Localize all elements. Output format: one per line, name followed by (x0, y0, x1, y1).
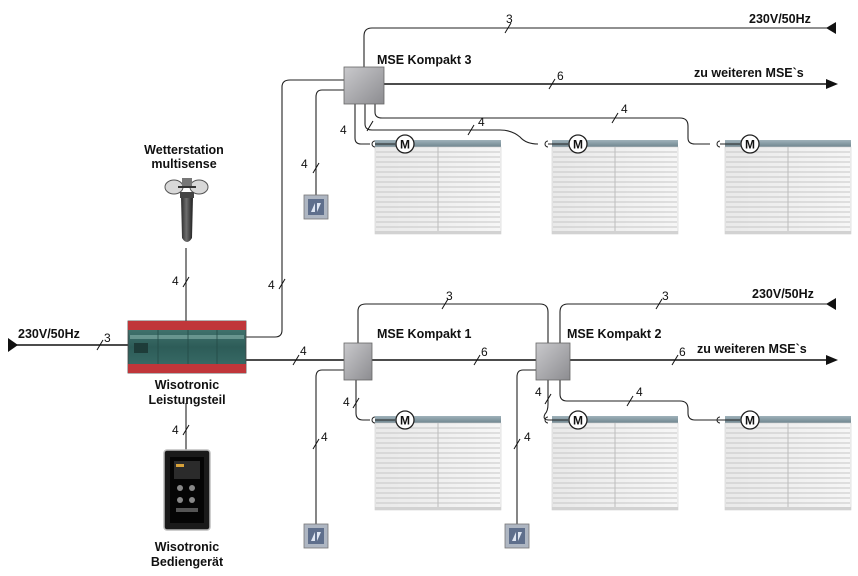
mse1-motor-line (355, 380, 370, 421)
wire-count-4: 4 (172, 274, 179, 288)
wiring (8, 22, 838, 524)
mse2-motor1-line (543, 380, 560, 421)
weather-station-label-2: multisense (151, 157, 217, 171)
blind-6 (724, 416, 852, 511)
mse-kompakt-1-label: MSE Kompakt 1 (377, 327, 472, 341)
wire-tick-marks (96, 22, 679, 450)
wire-count-4: 4 (340, 123, 347, 137)
wall-switch-upper (303, 194, 329, 220)
wall-switch-lower-right (504, 523, 530, 549)
motor-label: M (745, 414, 755, 428)
control-unit-device (163, 449, 211, 531)
wire-count-6: 6 (481, 345, 488, 359)
wire-count-4: 4 (343, 395, 350, 409)
power-unit-label-2: Leistungsteil (148, 393, 226, 407)
mse3-further-label: zu weiteren MSE`s (694, 66, 804, 80)
mse-kompakt-1-box (343, 342, 373, 381)
wire-count-4: 4 (478, 115, 485, 129)
motors: M M M M M M (371, 134, 760, 430)
power-input-arrow (8, 338, 18, 352)
blind-5 (551, 416, 679, 511)
motor-3-icon: M (716, 134, 760, 154)
motor-5-icon: M (544, 410, 588, 430)
motor-label: M (400, 138, 410, 152)
motor-label: M (573, 138, 583, 152)
wire-count-4: 4 (300, 344, 307, 358)
blind-4 (374, 416, 502, 511)
blind-1 (374, 140, 502, 235)
motor-6-icon: M (716, 410, 760, 430)
motor-label: M (745, 138, 755, 152)
mse3-power-arrow (826, 22, 836, 34)
mse2-switch-line (516, 369, 536, 524)
mse2-further-label: zu weiteren MSE`s (697, 342, 807, 356)
mse3-further-arrow (826, 79, 838, 89)
blind-3 (724, 140, 852, 235)
power-input-label: 230V/50Hz (18, 327, 80, 341)
motor-1-icon: M (371, 134, 415, 154)
mse3-motor3-line (374, 104, 710, 145)
wire-count-4: 4 (321, 430, 328, 444)
wire-count-3: 3 (506, 12, 513, 26)
weather-station-label-1: Wetterstation (144, 143, 224, 157)
blinds (374, 140, 852, 511)
wire-count-3: 3 (104, 331, 111, 345)
wire-count-6: 6 (679, 345, 686, 359)
mse3-motor1-line (354, 104, 370, 145)
wire-count-6: 6 (557, 69, 564, 83)
power-unit-device (127, 320, 247, 374)
mse2-power-line (559, 303, 832, 344)
mse3-motor2-line (364, 104, 539, 145)
wire-count-4: 4 (636, 385, 643, 399)
mse3-power-label: 230V/50Hz (749, 12, 811, 26)
unit-mse3-line (246, 79, 344, 338)
control-unit-label-1: Wisotronic (154, 540, 220, 554)
mse-kompakt-2-label: MSE Kompakt 2 (567, 327, 662, 341)
wire-count-3: 3 (662, 289, 669, 303)
wire-count-4: 4 (268, 278, 275, 292)
wire-count-3: 3 (446, 289, 453, 303)
wire-count-4: 4 (301, 157, 308, 171)
motor-label: M (400, 414, 410, 428)
mse2-power-arrow (826, 298, 836, 310)
mse-kompakt-3-box (343, 66, 385, 105)
wall-switch-lower-left (303, 523, 329, 549)
mse2-motor2-line (559, 380, 728, 421)
power-unit-label-1: Wisotronic (154, 378, 220, 392)
mse1-mse2-power-loop (357, 303, 549, 344)
wire-count-4: 4 (172, 423, 179, 437)
wire-count-4: 4 (524, 430, 531, 444)
wire-count-4: 4 (621, 102, 628, 116)
mse1-switch-line (315, 369, 344, 524)
motor-label: M (573, 414, 583, 428)
mse2-power-label: 230V/50Hz (752, 287, 814, 301)
motor-4-icon: M (371, 410, 415, 430)
mse2-further-arrow (826, 355, 838, 365)
motor-2-icon: M (544, 134, 588, 154)
mse-kompakt-2-box (535, 342, 571, 381)
mse3-power-line (363, 27, 832, 67)
blind-2 (551, 140, 679, 235)
wire-count-4: 4 (535, 385, 542, 399)
mse-kompakt-3-label: MSE Kompakt 3 (377, 53, 472, 67)
control-unit-label-2: Bediengerät (150, 555, 224, 569)
weather-station-icon (164, 178, 209, 242)
mse3-switch-line (315, 89, 344, 195)
